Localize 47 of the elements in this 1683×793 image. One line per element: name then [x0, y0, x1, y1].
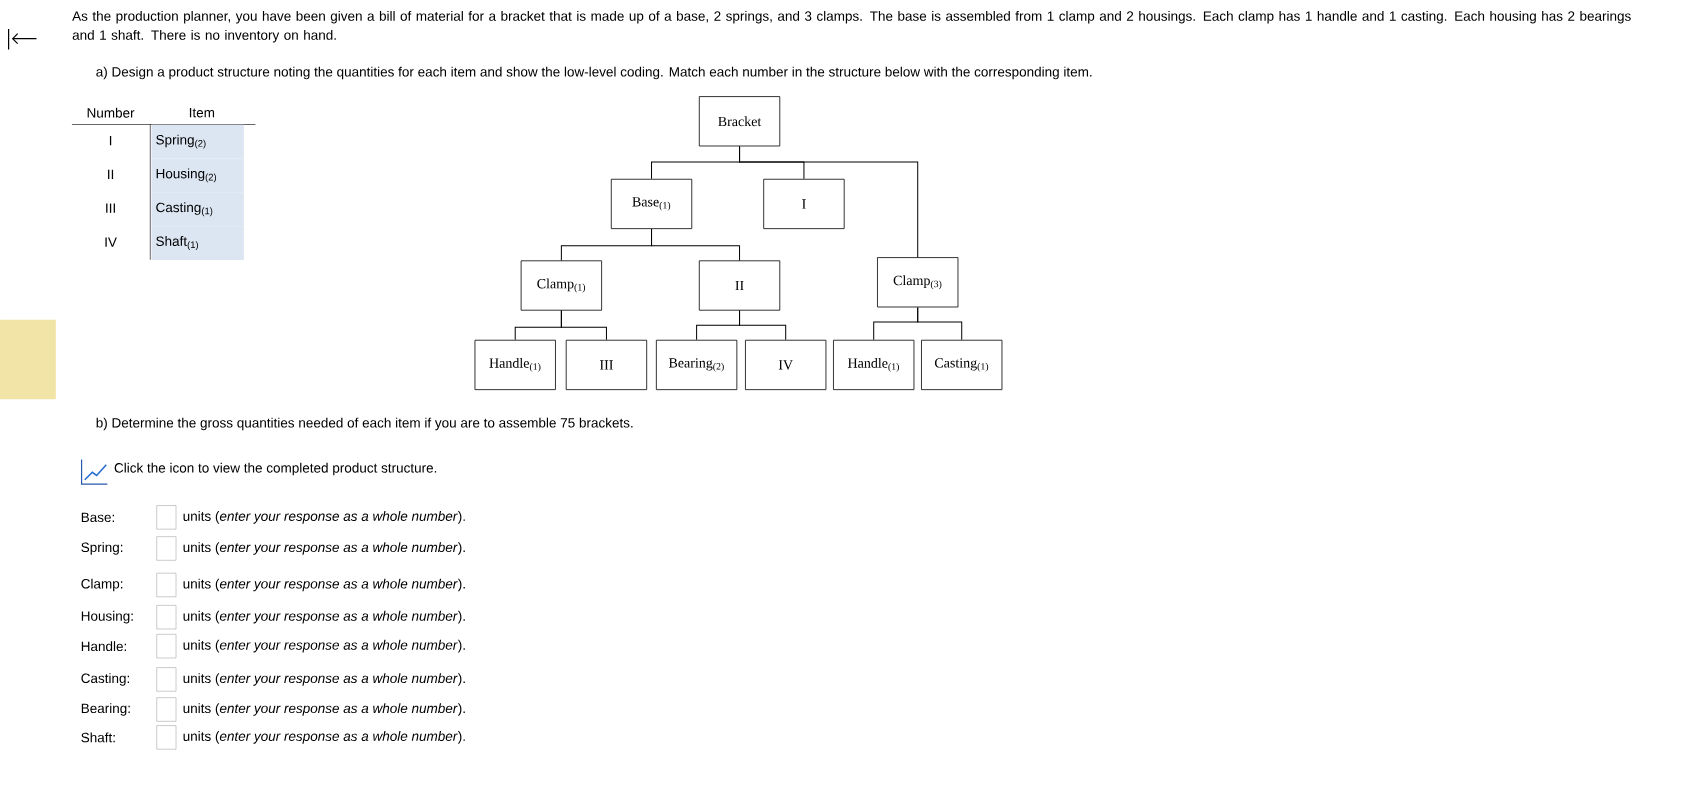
part-box: IV: [745, 339, 827, 390]
part-box: III: [565, 339, 648, 390]
part-box: I: [763, 178, 845, 229]
part-box: Handle$_{(1)}$: [474, 339, 556, 390]
table-cell: Casting$_{(1)}$: [151, 192, 244, 227]
part-box: Base$_{(1)}$: [610, 178, 693, 229]
units-text: units (enter your response as a whole number).: [183, 610, 465, 624]
table-cell: Housing$_{(2)}$: [151, 158, 244, 193]
table-cell: Shaft$_{(1)}$: [151, 226, 244, 260]
units-text: units (enter your response as a whole number).: [183, 673, 465, 686]
table-cell: I: [109, 135, 112, 146]
table-cell: II: [108, 169, 114, 179]
units-text: units (enter your response as a whole number).: [183, 510, 465, 524]
part-box: Clamp$_{(3)}$: [877, 257, 959, 308]
field-label: Base:: [81, 512, 114, 522]
field-label: Handle:: [81, 641, 126, 651]
connector-line: [739, 145, 919, 258]
table-cell: IV: [105, 237, 117, 247]
field-label: Casting:: [81, 673, 129, 686]
part-box: Handle$_{(1)}$: [833, 339, 915, 390]
connector-line: [651, 228, 741, 261]
units-text: units (enter your response as a whole number).: [183, 578, 465, 592]
connector-line: [739, 310, 787, 341]
part-box: Casting$_{(1)}$: [921, 339, 1003, 390]
connector-line: [560, 310, 607, 341]
table-header: Item: [189, 107, 215, 118]
table-header: Number: [87, 107, 135, 118]
instructions-text: As the production planner, you have been given a bill of material for a bracket that is made up of a base, 2 springs, and 3 clamps. The base is assembled from 1 clamp and 2 housings. Each clamp has 1 handle and 1 casting. Each housing has 2 bearings and 1 shaft. There is no inventory on hand.: [72, 10, 1631, 43]
field-label: Shaft:: [81, 732, 115, 743]
table-cell: Spring$_{(2)}$: [151, 124, 244, 159]
question-text: a) Design a product structure noting the quantities for each item and show the low-level coding. Match each number in the structure below with the corresponding item.: [96, 66, 1092, 80]
link-text: Click the icon to view the completed product structure.: [114, 462, 437, 476]
units-text: units (enter your response as a whole number).: [183, 542, 465, 555]
part-box: Bracket: [698, 96, 781, 147]
units-text: units (enter your response as a whole number).: [183, 731, 465, 744]
question-text: b) Determine the gross quantities needed of each item if you are to assemble 75 brackets.: [96, 417, 633, 431]
units-text: units (enter your response as a whole number).: [183, 703, 465, 716]
field-label: Spring:: [81, 542, 123, 555]
connector-line: [917, 306, 963, 341]
table-cell: III: [106, 203, 115, 213]
part-box: Bearing$_{(2)}$: [655, 339, 738, 390]
field-label: Housing:: [81, 610, 133, 624]
part-box: II: [698, 260, 781, 311]
field-label: Bearing:: [81, 703, 130, 716]
field-label: Clamp:: [81, 578, 123, 592]
units-text: units (enter your response as a whole number).: [183, 639, 465, 653]
part-box: Clamp$_{(1)}$: [520, 260, 602, 311]
